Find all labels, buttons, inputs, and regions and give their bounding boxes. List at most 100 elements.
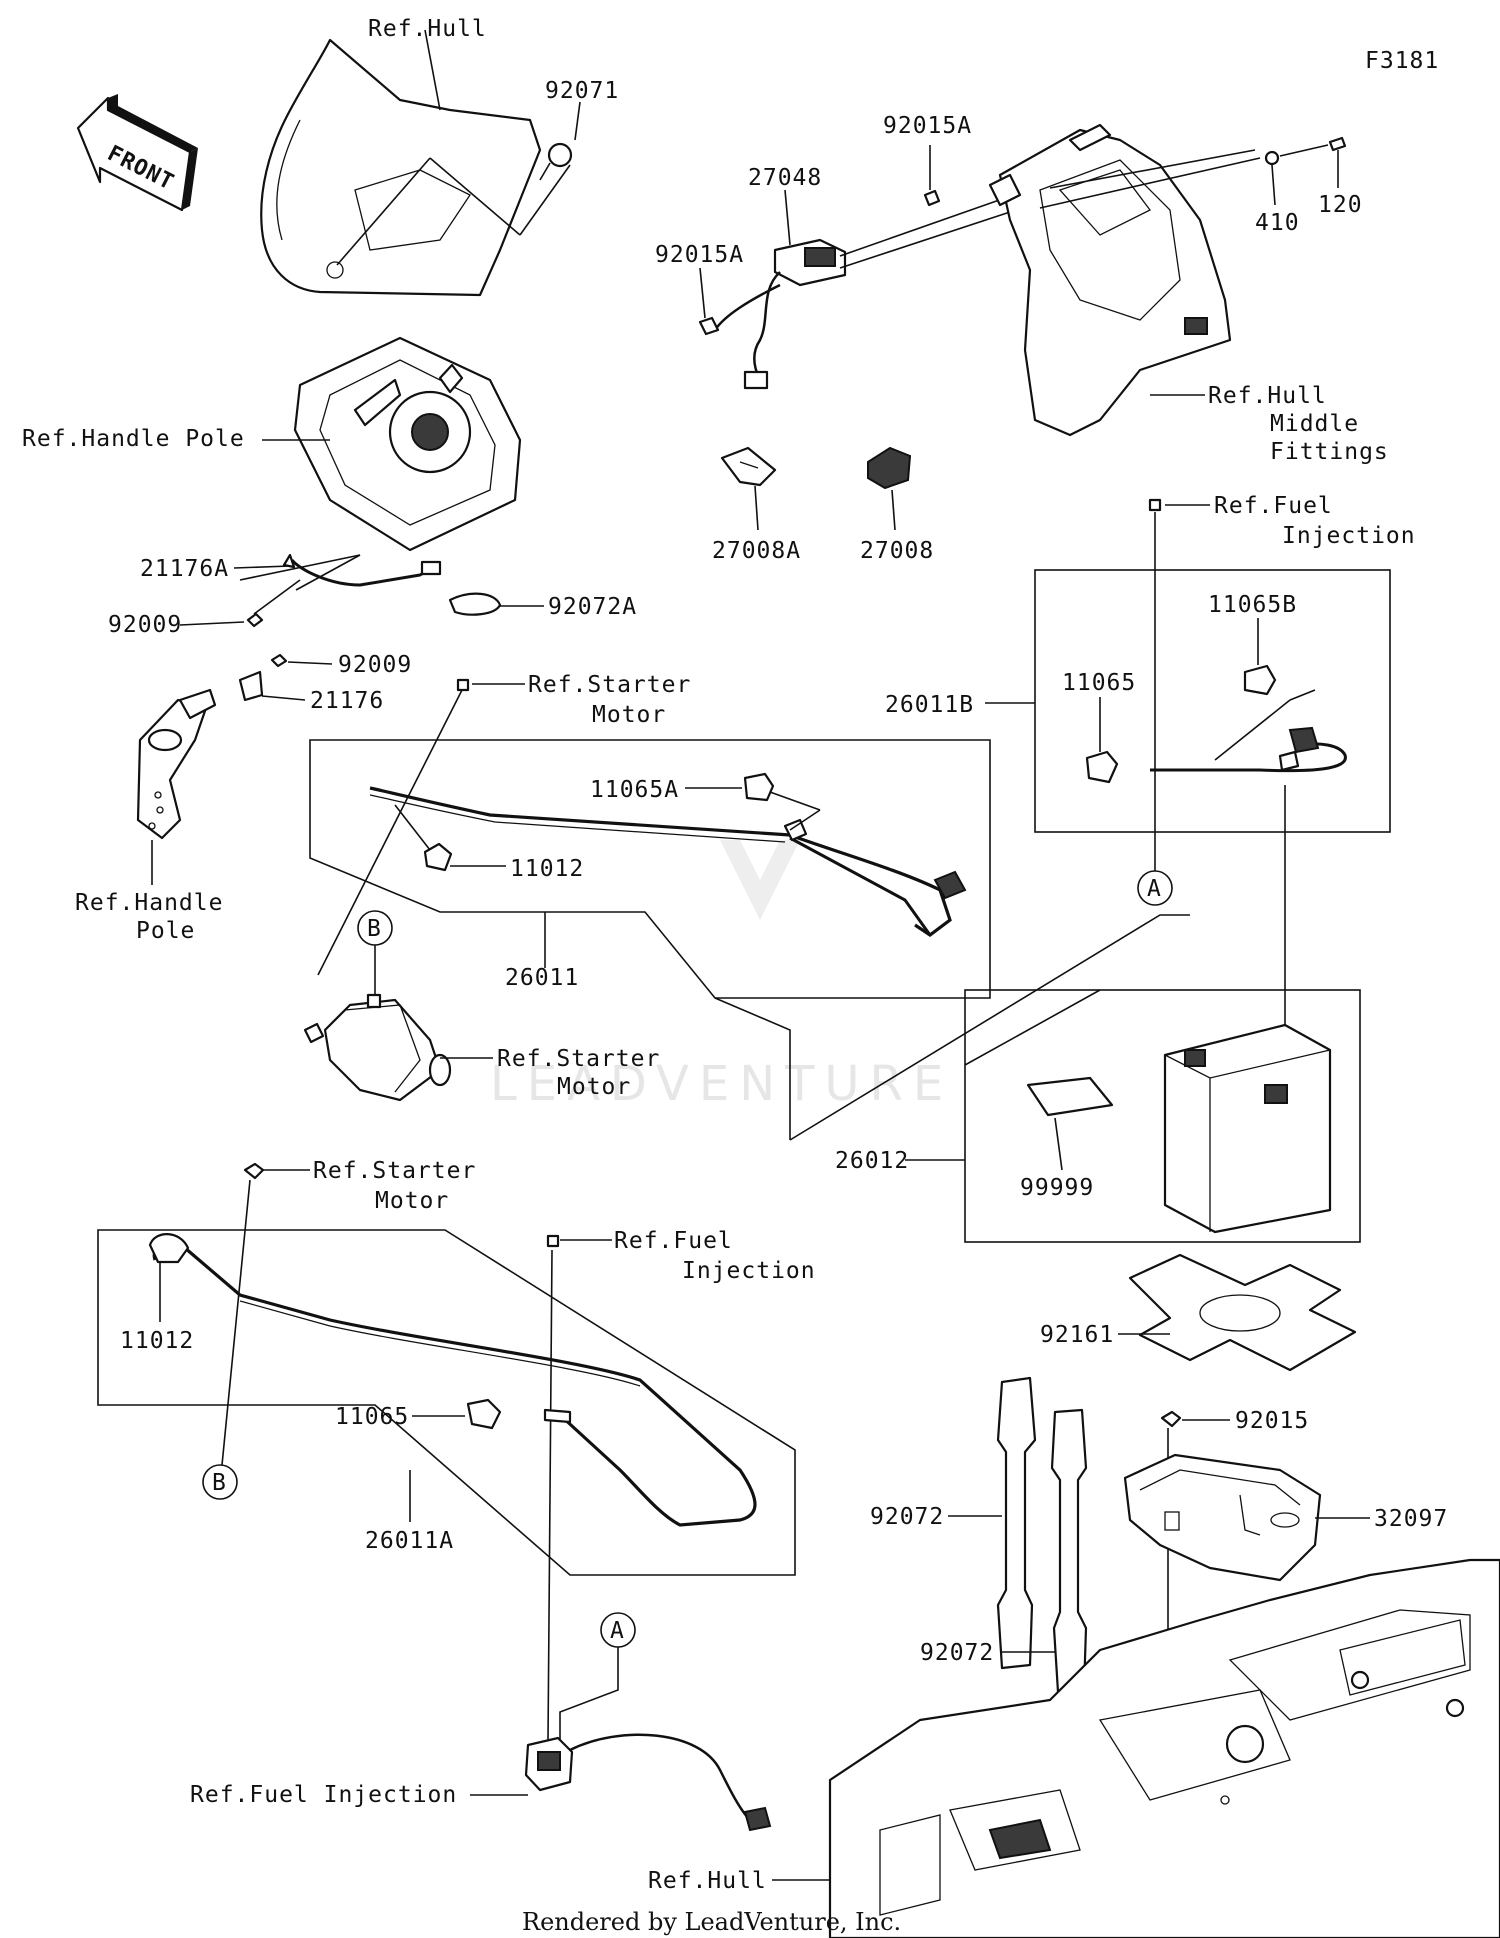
hull-bottom [828, 1558, 1500, 1938]
callout-ref-fuel-inj-1a: Ref.Fuel [1214, 493, 1333, 519]
bolt-ref-fuel-1-icon [1148, 498, 1162, 512]
callout-26011B: 26011B [885, 692, 974, 718]
cap-11065-bottom-icon [466, 1398, 502, 1430]
bracket-21176-icon [238, 670, 264, 702]
callout-32097: 32097 [1374, 1506, 1448, 1532]
figure-id: F3181 [1365, 48, 1439, 74]
callout-92072A: 92072A [548, 594, 637, 620]
callout-11012-top: 11012 [510, 856, 584, 882]
front-arrow-icon: FRONT [76, 94, 198, 212]
callout-21176A: 21176A [140, 556, 229, 582]
callout-11065-top: 11065 [1062, 670, 1136, 696]
footer-credit: Rendered by LeadVenture, Inc. [522, 1908, 901, 1936]
circle-B-bottom [202, 1464, 238, 1500]
callout-ref-starter-3a: Ref.Starter [313, 1158, 476, 1184]
nut-92015-icon [1160, 1410, 1182, 1428]
callout-ref-hull-mid-1: Ref.Hull [1208, 383, 1327, 409]
callout-ref-fuel-inj-2a: Ref.Fuel [614, 1228, 733, 1254]
grommet-92071-icon [547, 142, 573, 168]
callout-410: 410 [1255, 210, 1300, 236]
circle-A-top-label: A [1147, 876, 1162, 902]
callout-ref-fuel-inj-2b: Injection [682, 1258, 816, 1284]
callout-ref-hull-mid-3: Fittings [1270, 439, 1389, 465]
band-92072-left [996, 1376, 1037, 1670]
nut-ref-starter-3-icon [243, 1162, 265, 1180]
cap-11012-top-icon [423, 842, 453, 872]
callout-27048: 27048 [748, 165, 822, 191]
callout-11012-bottom: 11012 [120, 1328, 194, 1354]
box-26011 [309, 739, 991, 999]
box-26012 [964, 989, 1361, 1243]
callout-92015: 92015 [1235, 1408, 1309, 1434]
callout-92161: 92161 [1040, 1322, 1114, 1348]
callout-26011: 26011 [505, 965, 579, 991]
callout-99999: 99999 [1020, 1175, 1094, 1201]
circle-A-bottom-label: A [610, 1618, 625, 1644]
battery-26012 [1163, 1023, 1332, 1234]
cable-26011 [369, 786, 967, 937]
mat-92161 [1128, 1253, 1357, 1372]
cable-26011B [1150, 689, 1347, 773]
callout-27008A: 27008A [712, 538, 801, 564]
callout-21176: 21176 [310, 688, 384, 714]
callout-ref-starter-2a: Ref.Starter [497, 1046, 660, 1072]
circle-B-top-label: B [367, 916, 382, 942]
cap-11065B-icon [1243, 664, 1277, 696]
callout-ref-handle-pole-2a: Ref.Handle [75, 890, 223, 916]
callout-ref-starter-1a: Ref.Starter [528, 672, 691, 698]
callout-ref-handle-pole-2b: Pole [136, 918, 195, 944]
fuel-injection-connector [524, 1733, 772, 1832]
bolt-ref-fuel-2-icon [546, 1234, 560, 1248]
callout-92015A-left: 92015A [655, 242, 744, 268]
circle-A-top [1137, 870, 1173, 906]
callout-ref-starter-1b: Motor [592, 702, 666, 728]
module-27048 [698, 145, 1011, 390]
callout-11065A: 11065A [590, 777, 679, 803]
cap-11065-top-icon [1085, 750, 1119, 784]
handle-pole-plate [293, 336, 522, 552]
callout-ref-fuel-inj-3: Ref.Fuel Injection [190, 1782, 457, 1808]
battery-tray-32097 [1123, 1453, 1322, 1582]
bolt-92009-b-icon [270, 653, 288, 668]
hull-middle-fittings [988, 123, 1347, 437]
callout-11065-bottom: 11065 [335, 1404, 409, 1430]
bolt-92009-a-icon [246, 612, 264, 628]
watermark-logo-icon [720, 840, 800, 920]
pouch-99999 [1026, 1076, 1114, 1171]
clip-92072A-icon [448, 592, 502, 616]
callout-ref-starter-2b: Motor [557, 1074, 631, 1100]
callout-92072-bottom: 92072 [920, 1640, 994, 1666]
cap-11065A-icon [743, 772, 775, 802]
callout-ref-starter-3b: Motor [375, 1188, 449, 1214]
watermark: LEADVENTURE [490, 840, 953, 1112]
callout-92015A-top: 92015A [883, 113, 972, 139]
band-92072-right [1050, 1408, 1088, 1694]
callout-ref-fuel-inj-1b: Injection [1282, 523, 1416, 549]
callout-11065B: 11065B [1208, 592, 1297, 618]
callout-26011A: 26011A [365, 1528, 454, 1554]
bolt-ref-starter-1-icon [456, 678, 470, 692]
callout-120: 120 [1318, 192, 1363, 218]
callout-27008: 27008 [860, 538, 934, 564]
callout-92009-a: 92009 [108, 612, 182, 638]
callout-ref-hull-mid-2: Middle [1270, 411, 1359, 437]
cable-21176A [239, 553, 442, 591]
callout-92072-top: 92072 [870, 1504, 944, 1530]
callout-ref-hull-bottom: Ref.Hull [648, 1868, 767, 1894]
connector-27008 [867, 446, 912, 531]
callout-92009-b: 92009 [338, 652, 412, 678]
handle-pole-lower [136, 688, 217, 885]
box-26011A [97, 1229, 796, 1576]
callout-26012: 26012 [835, 1148, 909, 1174]
callout-ref-handle-pole-1: Ref.Handle Pole [22, 426, 245, 452]
callout-ref-hull-top: Ref.Hull [368, 16, 487, 42]
hull-top-section [260, 29, 573, 297]
box-26011B [1034, 569, 1391, 833]
cable-26011A [148, 1233, 757, 1527]
starter-motor [303, 993, 452, 1102]
callout-92071: 92071 [545, 78, 619, 104]
connector-27008A [720, 446, 777, 531]
circle-B-bottom-label: B [212, 1470, 227, 1496]
watermark-text: LEADVENTURE [490, 1056, 953, 1112]
